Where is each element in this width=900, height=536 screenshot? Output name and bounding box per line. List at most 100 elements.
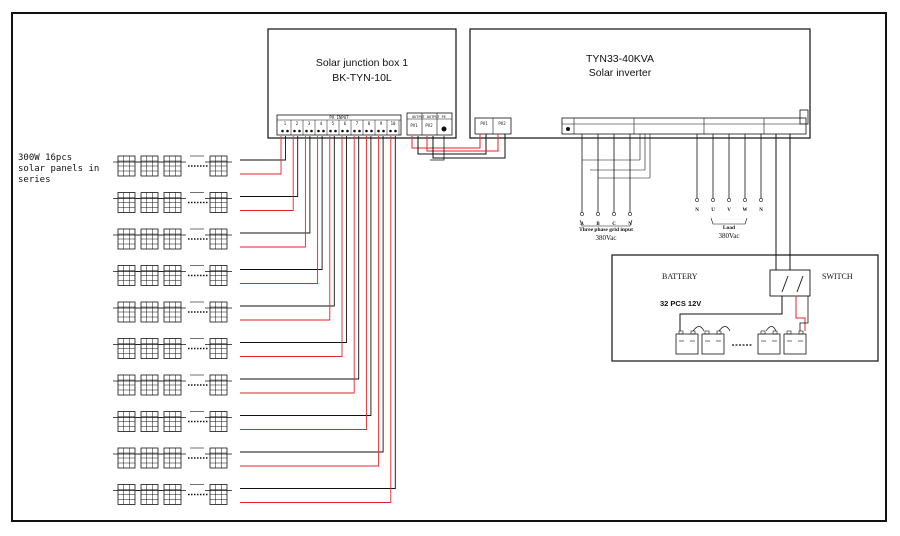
grid-voltage: 380Vac [596, 234, 617, 242]
output-terminal-strip: OUTPUT OUTPUT PE PV1 PV2 [406, 112, 453, 136]
pv-terminal-8: 8 [368, 121, 371, 126]
inverter-pv1-label: PV1 [480, 121, 488, 126]
solar-string [113, 136, 384, 469]
solar-panel [136, 338, 163, 359]
solar-panel [113, 374, 140, 396]
solar-panel [159, 301, 186, 323]
inverter-name: Solar inverter [589, 67, 652, 79]
pv-terminal-6: 6 [344, 121, 347, 126]
solar-panel [159, 192, 186, 213]
solar-array-label: 300W 16pcs solar panels in series [18, 153, 99, 185]
array-label-line-1: 300W 16pcs [18, 153, 72, 163]
solar-panel [113, 192, 140, 213]
inverter-ac-terminal-strip [561, 117, 807, 135]
junction-box-outline [267, 28, 457, 139]
pv-terminal-3: 3 [308, 121, 311, 126]
solar-panel [113, 338, 140, 359]
pv-terminal-2: 2 [296, 121, 299, 126]
battery-count: 32 PCS 12V [660, 299, 701, 308]
solar-panel [136, 374, 163, 396]
inverter-model: TYN33-40KVA [586, 53, 654, 65]
pe-ground-terminal [441, 126, 447, 132]
junction-to-inverter-wires [411, 134, 506, 161]
pv-terminal-10: 10 [391, 121, 396, 126]
battery-label: BATTERY [662, 272, 698, 281]
pv-terminal-1: 1 [284, 121, 287, 126]
inverter-side-terminal [799, 109, 809, 125]
solar-string [113, 136, 311, 250]
diagram-frame [11, 12, 887, 522]
battery [757, 330, 781, 355]
battery-section: BATTERY SWITCH 32 PCS 12V [611, 254, 879, 362]
solar-string [113, 136, 323, 286]
junction-box-title: Solar junction box 1 [316, 57, 408, 69]
load-phase-label: N [759, 208, 763, 213]
solar-panel [136, 447, 163, 469]
grid-phase-label: A [580, 222, 584, 227]
solar-panel [205, 228, 232, 250]
inverter-pv-terminals: PV1 PV2 [474, 117, 512, 135]
solar-panel [205, 338, 232, 359]
solar-panel [136, 265, 163, 286]
load-phase-label: V [727, 208, 731, 213]
solar-string [113, 136, 360, 396]
solar-panel [205, 155, 232, 177]
junction-box: Solar junction box 1 BK-TYN-10L PV INPUT… [267, 28, 457, 139]
solar-panel [113, 447, 140, 469]
array-label-line-2: solar panels in [18, 164, 99, 174]
load-caption: Load [723, 225, 735, 231]
solar-panel [205, 447, 232, 469]
solar-string [113, 136, 396, 505]
solar-panel [113, 411, 140, 432]
solar-string [113, 136, 372, 432]
battery-enclosure [611, 254, 879, 362]
solar-panel [136, 411, 163, 432]
switch-label: SWITCH [822, 272, 853, 281]
pv-input-label: PV INPUT [329, 115, 349, 120]
solar-string [113, 136, 335, 323]
solar-panel [136, 484, 163, 505]
solar-inverter: TYN33-40KVA Solar inverter PV1 PV2 [469, 28, 811, 139]
jb-output-pv2: PV2 [425, 123, 433, 128]
load-phase-label: N [695, 208, 699, 213]
junction-box-model: BK-TYN-10L [332, 72, 392, 84]
solar-panel [159, 155, 186, 177]
inverter-pv2-label: PV2 [498, 121, 506, 126]
solar-panel [205, 301, 232, 323]
jb-output-pv1: PV1 [410, 123, 418, 128]
dc-switch [769, 269, 811, 297]
grid-phase-label: B [596, 222, 600, 227]
pv-terminal-5: 5 [332, 121, 335, 126]
solar-panel [113, 228, 140, 250]
solar-panel [205, 265, 232, 286]
battery [701, 330, 725, 355]
solar-panel [113, 155, 140, 177]
pv-terminal-4: 4 [320, 121, 323, 126]
solar-panel [136, 155, 163, 177]
solar-string [113, 136, 286, 177]
grid-input-caption: Three phase grid input 380Vac [579, 227, 633, 242]
solar-panel [159, 265, 186, 286]
solar-strings [113, 136, 396, 505]
solar-panel [159, 447, 186, 469]
solar-panel [113, 484, 140, 505]
solar-string [113, 136, 299, 213]
solar-panel [205, 192, 232, 213]
inverter-outline [469, 28, 811, 139]
solar-panel [205, 411, 232, 432]
solar-panel [136, 301, 163, 323]
solar-panel [113, 265, 140, 286]
solar-panel [159, 228, 186, 250]
load-caption-group: Load 380Vac [719, 225, 740, 240]
solar-panel [113, 301, 140, 323]
solar-string [113, 136, 347, 359]
load-voltage: 380Vac [719, 232, 740, 240]
solar-panel [159, 374, 186, 396]
solar-panel [136, 192, 163, 213]
solar-panel [159, 338, 186, 359]
battery-bank [675, 296, 809, 355]
solar-panel [136, 228, 163, 250]
solar-panel [205, 484, 232, 505]
